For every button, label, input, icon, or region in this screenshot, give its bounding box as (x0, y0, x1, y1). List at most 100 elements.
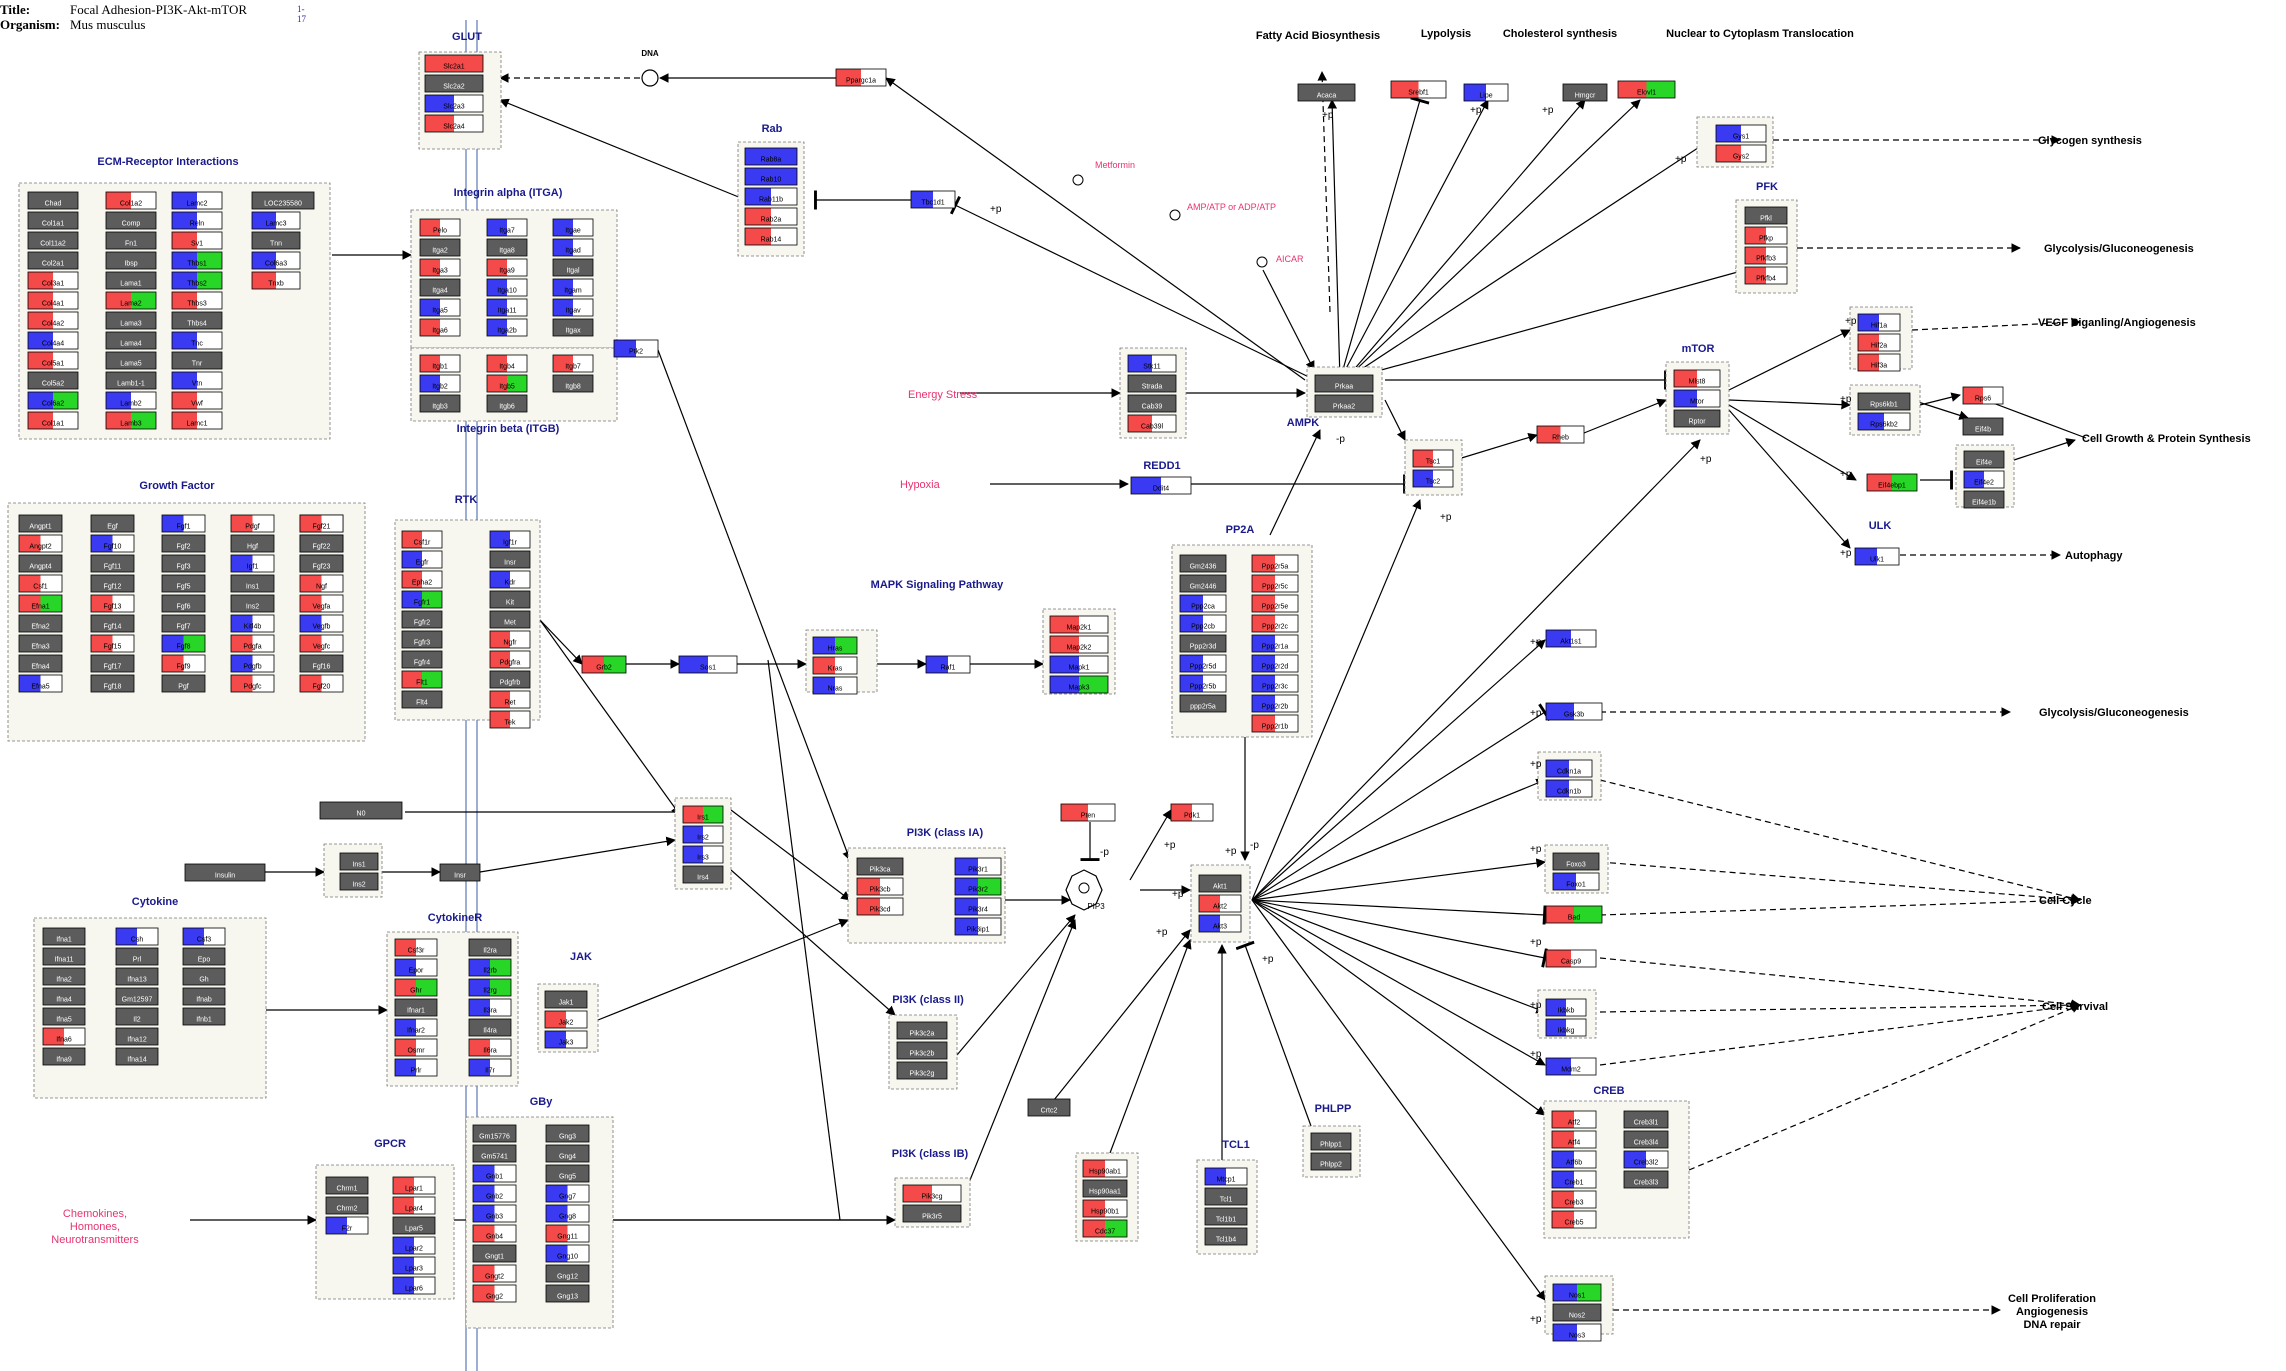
gene-itga8[interactable]: Itga8 (486, 238, 528, 257)
gene-lpar1[interactable]: Lpar1 (392, 1176, 436, 1195)
gene-gng2[interactable]: Gng2 (472, 1284, 517, 1303)
gene-comp[interactable]: Comp (105, 211, 157, 230)
gene-efna3[interactable]: Efna3 (18, 634, 63, 653)
gene-itga9[interactable]: Itga9 (486, 258, 528, 277)
gene-csh[interactable]: Csh (115, 927, 159, 946)
gene-pik3c2g[interactable]: Pik3c2g (896, 1061, 948, 1080)
gene-lpar5[interactable]: Lpar5 (392, 1216, 436, 1235)
gene-pik3cd[interactable]: Pik3cd (856, 897, 904, 916)
gene-itga11[interactable]: Itga11 (486, 298, 528, 317)
node-sos1[interactable]: Sos1 (678, 655, 738, 674)
node-insr2[interactable]: Insr (439, 863, 481, 882)
gene-gngt1[interactable]: Gngt1 (472, 1244, 517, 1263)
gene-rab11b[interactable]: Rab11b (744, 187, 798, 206)
gene-itgb4[interactable]: Itgb4 (486, 354, 528, 373)
gene-itga2b[interactable]: Itga2b (486, 318, 528, 337)
node-rheb[interactable]: Rheb (1536, 425, 1585, 444)
gene-tsc1[interactable]: Tsc1 (1412, 449, 1454, 468)
gene-phlpp2[interactable]: Phlpp2 (1310, 1152, 1352, 1171)
node-no[interactable]: N0 (319, 801, 403, 820)
gene-lamc2[interactable]: Lamc2 (171, 191, 223, 210)
gene-rab2a[interactable]: Rab2a (744, 207, 798, 226)
gene-lamc3[interactable]: Lamc3 (251, 211, 301, 230)
gene-fgf8[interactable]: Fgf8 (161, 634, 206, 653)
gene-mtcp1[interactable]: Mtcp1 (1204, 1167, 1248, 1186)
gene-cdc37[interactable]: Cdc37 (1082, 1219, 1128, 1238)
gene-lpar2[interactable]: Lpar2 (392, 1236, 436, 1255)
node-akt1s1[interactable]: Akt1s1 (1545, 629, 1597, 648)
gene-ppp2r5a[interactable]: ppp2r5a (1179, 694, 1227, 713)
gene-fgf10[interactable]: Fgf10 (90, 534, 135, 553)
gene-ret[interactable]: Ret (489, 690, 531, 709)
gene-kdr[interactable]: Kdr (489, 570, 531, 589)
gene-atf6b[interactable]: Atf6b (1551, 1150, 1597, 1169)
gene-nos2[interactable]: Nos2 (1552, 1303, 1602, 1322)
gene-rps6kb1[interactable]: Rps6kb1 (1857, 392, 1911, 411)
gene-gnb3[interactable]: Gnb3 (472, 1204, 517, 1223)
gene-tnc[interactable]: Tnc (171, 331, 223, 350)
gene-lpar3[interactable]: Lpar3 (392, 1256, 436, 1275)
gene-itgam[interactable]: Itgam (552, 278, 594, 297)
gene-pik3c2b[interactable]: Pik3c2b (896, 1041, 948, 1060)
gene-gm2436[interactable]: Gm2436 (1179, 554, 1227, 573)
gene-pik3r4[interactable]: Pik3r4 (954, 897, 1002, 916)
gene-pik3ip1[interactable]: Pik3ip1 (954, 917, 1002, 936)
gene-gnb1[interactable]: Gnb1 (472, 1164, 517, 1183)
gene-lpar4[interactable]: Lpar4 (392, 1196, 436, 1215)
gene-vegfa[interactable]: Vegfa (299, 594, 344, 613)
gene-ngfr[interactable]: Ngfr (489, 630, 531, 649)
gene-ifnab[interactable]: Ifnab (182, 987, 226, 1006)
gene-gng3[interactable]: Gng3 (545, 1124, 590, 1143)
gene-fgf7[interactable]: Fgf7 (161, 614, 206, 633)
gene-pfkfb4[interactable]: Pfkfb4 (1744, 266, 1788, 285)
gene-itgb5[interactable]: Itgb5 (486, 374, 528, 393)
gene-ins1[interactable]: Ins1 (230, 574, 275, 593)
gene-irs2[interactable]: Irs2 (682, 825, 724, 844)
gene-creb3l1[interactable]: Creb3l1 (1623, 1110, 1669, 1129)
gene-epo[interactable]: Epo (182, 947, 226, 966)
gene-ibsp[interactable]: Ibsp (105, 251, 157, 270)
gene-col1a2[interactable]: Col1a2 (105, 191, 157, 210)
gene-creb3l2[interactable]: Creb3l2 (1623, 1150, 1669, 1169)
gene-jak3[interactable]: Jak3 (544, 1030, 588, 1049)
gene-fgf13[interactable]: Fgf13 (90, 594, 135, 613)
gene-ifnar1[interactable]: Ifnar1 (394, 998, 438, 1017)
node-hmgcr[interactable]: Hmgcr (1562, 83, 1608, 102)
node-raf1[interactable]: Raf1 (925, 655, 971, 674)
gene-il7r[interactable]: Il7r (468, 1058, 512, 1077)
gene-slc2a3[interactable]: Slc2a3 (424, 94, 484, 113)
gene-tcl1[interactable]: Tcl1 (1204, 1187, 1248, 1206)
gene-tsc2[interactable]: Tsc2 (1412, 469, 1454, 488)
gene-gm12597[interactable]: Gm12597 (115, 987, 159, 1006)
gene-ppp2r3d[interactable]: Ppp2r3d (1179, 634, 1227, 653)
gene-fgf20[interactable]: Fgf20 (299, 674, 344, 693)
gene-ngf[interactable]: Ngf (299, 574, 344, 593)
gene-ppp2r5c[interactable]: Ppp2r5c (1251, 574, 1299, 593)
gene-strada[interactable]: Strada (1127, 374, 1177, 393)
gene-itgav[interactable]: Itgav (552, 298, 594, 317)
gene-creb5[interactable]: Creb5 (1551, 1210, 1597, 1229)
gene-hsp90ab1[interactable]: Hsp90ab1 (1082, 1159, 1128, 1178)
gene-angpt4[interactable]: Angpt4 (18, 554, 63, 573)
gene-itga5[interactable]: Itga5 (419, 298, 461, 317)
gene-fgf22[interactable]: Fgf22 (299, 534, 344, 553)
gene-ifna9[interactable]: Ifna9 (42, 1047, 86, 1066)
gene-itga4[interactable]: Itga4 (419, 278, 461, 297)
node-tbc1d1[interactable]: Tbc1d1 (910, 190, 956, 209)
gene-creb3[interactable]: Creb3 (1551, 1190, 1597, 1209)
gene-angpt1[interactable]: Angpt1 (18, 514, 63, 533)
node-casp9[interactable]: Casp9 (1545, 949, 1597, 968)
gene-atf4[interactable]: Atf4 (1551, 1130, 1597, 1149)
gene-efna5[interactable]: Efna5 (18, 674, 63, 693)
gene-ppp2r2d[interactable]: Ppp2r2d (1251, 654, 1299, 673)
gene-efna4[interactable]: Efna4 (18, 654, 63, 673)
node-grb2[interactable]: Grb2 (581, 655, 627, 674)
gene-rab8a[interactable]: Rab8a (744, 147, 798, 166)
node-pdk1[interactable]: Pdk1 (1170, 803, 1214, 822)
gene-irs4[interactable]: Irs4 (682, 865, 724, 884)
gene-il2rg[interactable]: Il2rg (468, 978, 512, 997)
gene-akt1[interactable]: Akt1 (1198, 874, 1242, 893)
gene-slc2a4[interactable]: Slc2a4 (424, 114, 484, 133)
gene-col4a4[interactable]: Col4a4 (27, 331, 79, 350)
gene-map2k2[interactable]: Map2k2 (1049, 635, 1109, 654)
